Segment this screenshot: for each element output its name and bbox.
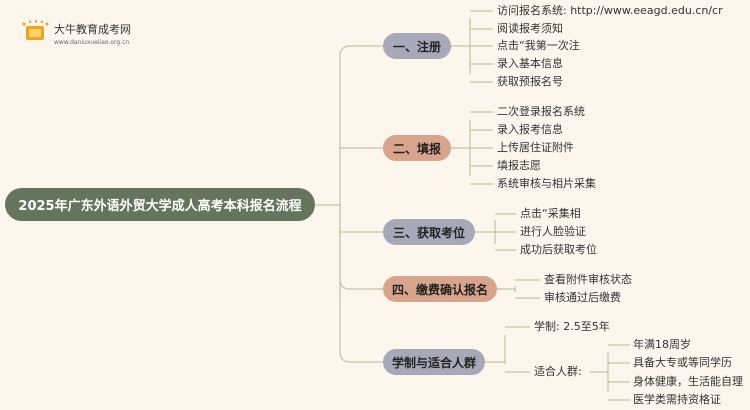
leaf-audience-1: 年满18周岁	[633, 338, 691, 351]
branch-fill: 二、填报	[383, 135, 451, 161]
leaf-register-5: 获取预报名号	[497, 75, 563, 88]
leaf-payment-1: 查看附件审核状态	[544, 273, 632, 286]
leaf-payment-2: 审核通过后缴费	[544, 291, 621, 304]
leaf-register-1: 访问报名系统: http://www.eeagd.edu.cn/cr	[497, 4, 723, 17]
leaf-audience-4: 医学类需持资格证	[633, 393, 721, 406]
leaf-seat-3: 成功后获取考位	[520, 243, 597, 256]
leaf-fill-4: 填报志愿	[497, 159, 541, 172]
logo-title: 大牛教育成考网	[54, 22, 131, 36]
leaf-fill-5: 系统审核与相片采集	[497, 177, 596, 190]
leaf-fill-3: 上传居住证附件	[497, 141, 574, 154]
leaf-seat-2: 进行人脸验证	[520, 225, 586, 238]
leaf-register-3: 点击“我第一次注	[497, 39, 580, 52]
logo-url: www.daniuxueliao.org.cn	[54, 38, 130, 46]
branch-payment: 四、缴费确认报名	[383, 276, 497, 302]
branch-duration: 学制与适合人群	[383, 349, 485, 375]
leaf-fill-1: 二次登录报名系统	[497, 105, 585, 118]
leaf-duration: 学制: 2.5至5年	[534, 320, 610, 333]
site-logo[interactable]: 大牛教育成考网 www.daniuxueliao.org.cn	[20, 20, 131, 46]
leaf-fill-2: 录入报考信息	[497, 123, 563, 136]
leaf-register-4: 录入基本信息	[497, 57, 563, 70]
leaf-audience-3: 身体健康，生活能自理	[633, 375, 743, 388]
sub-audience-label: 适合人群:	[534, 365, 582, 378]
leaf-seat-1: 点击“采集相	[520, 207, 581, 220]
leaf-audience-2: 具备大专或等同学历	[633, 356, 732, 369]
leaf-register-2: 阅读报考须知	[497, 22, 563, 35]
book-logo-icon	[22, 20, 49, 40]
branch-seat: 三、获取考位	[383, 219, 475, 245]
root-node: 2025年广东外语外贸大学成人高考本科报名流程	[5, 188, 315, 221]
branch-register: 一、注册	[383, 33, 451, 59]
